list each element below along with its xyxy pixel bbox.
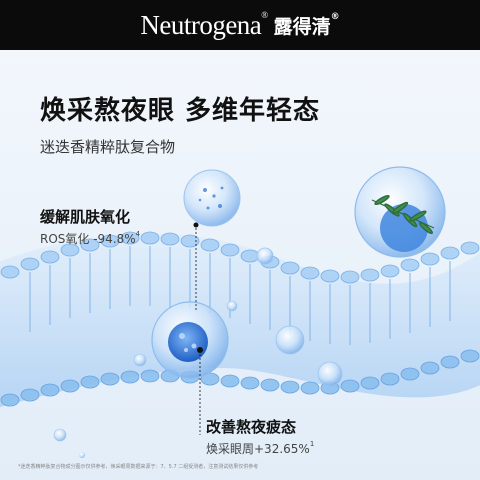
footnote: *迷迭香精粹肽复合物成分图示仅供参考，焕采眼周数据来源于：7、5.7 二组受测者… <box>18 464 259 470</box>
lipid-heads-upper <box>0 231 480 284</box>
upper-connector <box>193 222 199 312</box>
callout-oxidation-value: ROS氧化 -94.8%4 <box>40 230 141 246</box>
brand-logo: Neutrogena® <box>140 9 268 40</box>
page-subheadline: 迷迭香精粹肽复合物 <box>40 138 176 156</box>
brand-name-cn: 露得清® <box>273 11 340 38</box>
floating-bubbles <box>53 169 343 458</box>
callout-fatigue-value: 焕采眼周+32.65%1 <box>206 440 315 456</box>
skin-membrane-illustration <box>0 166 480 458</box>
lipid-heads-lower <box>0 349 480 407</box>
callout-oxidation-title: 缓解肌肤氧化 <box>40 208 131 226</box>
page-headline: 焕采熬夜眼 多维年轻态 <box>40 96 321 126</box>
central-bubble <box>151 301 229 435</box>
callout-fatigue-title: 改善熬夜疲态 <box>206 418 297 436</box>
product-visual-stage: 焕采熬夜眼 多维年轻态 迷迭香精粹肽复合物 缓解肌肤氧化 ROS氧化 -94.8… <box>0 50 480 480</box>
top-brand-bar: Neutrogena® 露得清® <box>0 0 480 50</box>
rosemary-leaf-icon <box>371 194 435 235</box>
lipid-tails <box>29 246 451 345</box>
rosemary-bubble <box>354 166 446 258</box>
